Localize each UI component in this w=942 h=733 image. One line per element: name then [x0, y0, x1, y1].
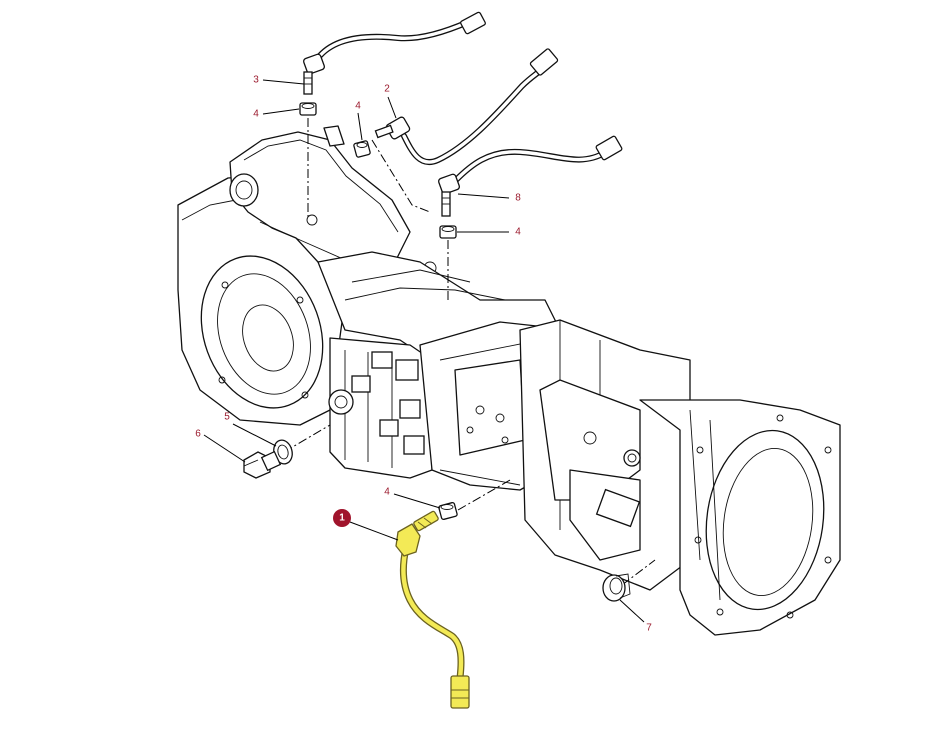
callout-1-label: 1 [339, 513, 345, 524]
callout-6-label: 6 [195, 429, 201, 440]
callout-4-lower[interactable]: 4 [384, 487, 390, 498]
callout-8-label: 8 [515, 193, 521, 204]
callout-6[interactable]: 6 [195, 429, 201, 440]
drain-plug-6 [243, 450, 282, 479]
harness-3 [303, 11, 486, 95]
callout-7-label: 7 [646, 623, 652, 634]
callout-4-label: 4 [355, 101, 361, 112]
plug-7 [602, 573, 631, 602]
harness-8 [438, 135, 623, 217]
callout-3-label: 3 [253, 75, 259, 86]
callout-2-label: 2 [384, 84, 390, 95]
callout-4-upper-right[interactable]: 4 [515, 227, 521, 238]
nut-4-lower [438, 501, 458, 521]
leader-lines [203, 79, 645, 623]
sensor-harness-1[interactable] [395, 510, 470, 709]
callout-1-badge [333, 509, 351, 527]
callout-4-upper-left[interactable]: 4 [253, 109, 259, 120]
nut-4-upper-left [299, 102, 317, 116]
callout-4-label: 4 [253, 109, 259, 120]
callout-4-upper-middle[interactable]: 4 [355, 101, 361, 112]
nut-4-upper-middle [353, 140, 371, 158]
callout-3[interactable]: 3 [253, 75, 259, 86]
callout-4-label: 4 [515, 227, 521, 238]
assembly-centerlines [283, 118, 656, 586]
callout-8[interactable]: 8 [515, 193, 521, 204]
callout-7[interactable]: 7 [646, 623, 652, 634]
callout-5-label: 5 [224, 412, 230, 423]
callout-2[interactable]: 2 [384, 84, 390, 95]
nut-4-upper-right [439, 225, 457, 239]
harness-2 [374, 48, 559, 165]
callout-5[interactable]: 5 [224, 412, 230, 423]
callout-4-label: 4 [384, 487, 390, 498]
callout-1[interactable]: 1 [333, 509, 351, 527]
transmission-housing [177, 125, 841, 636]
